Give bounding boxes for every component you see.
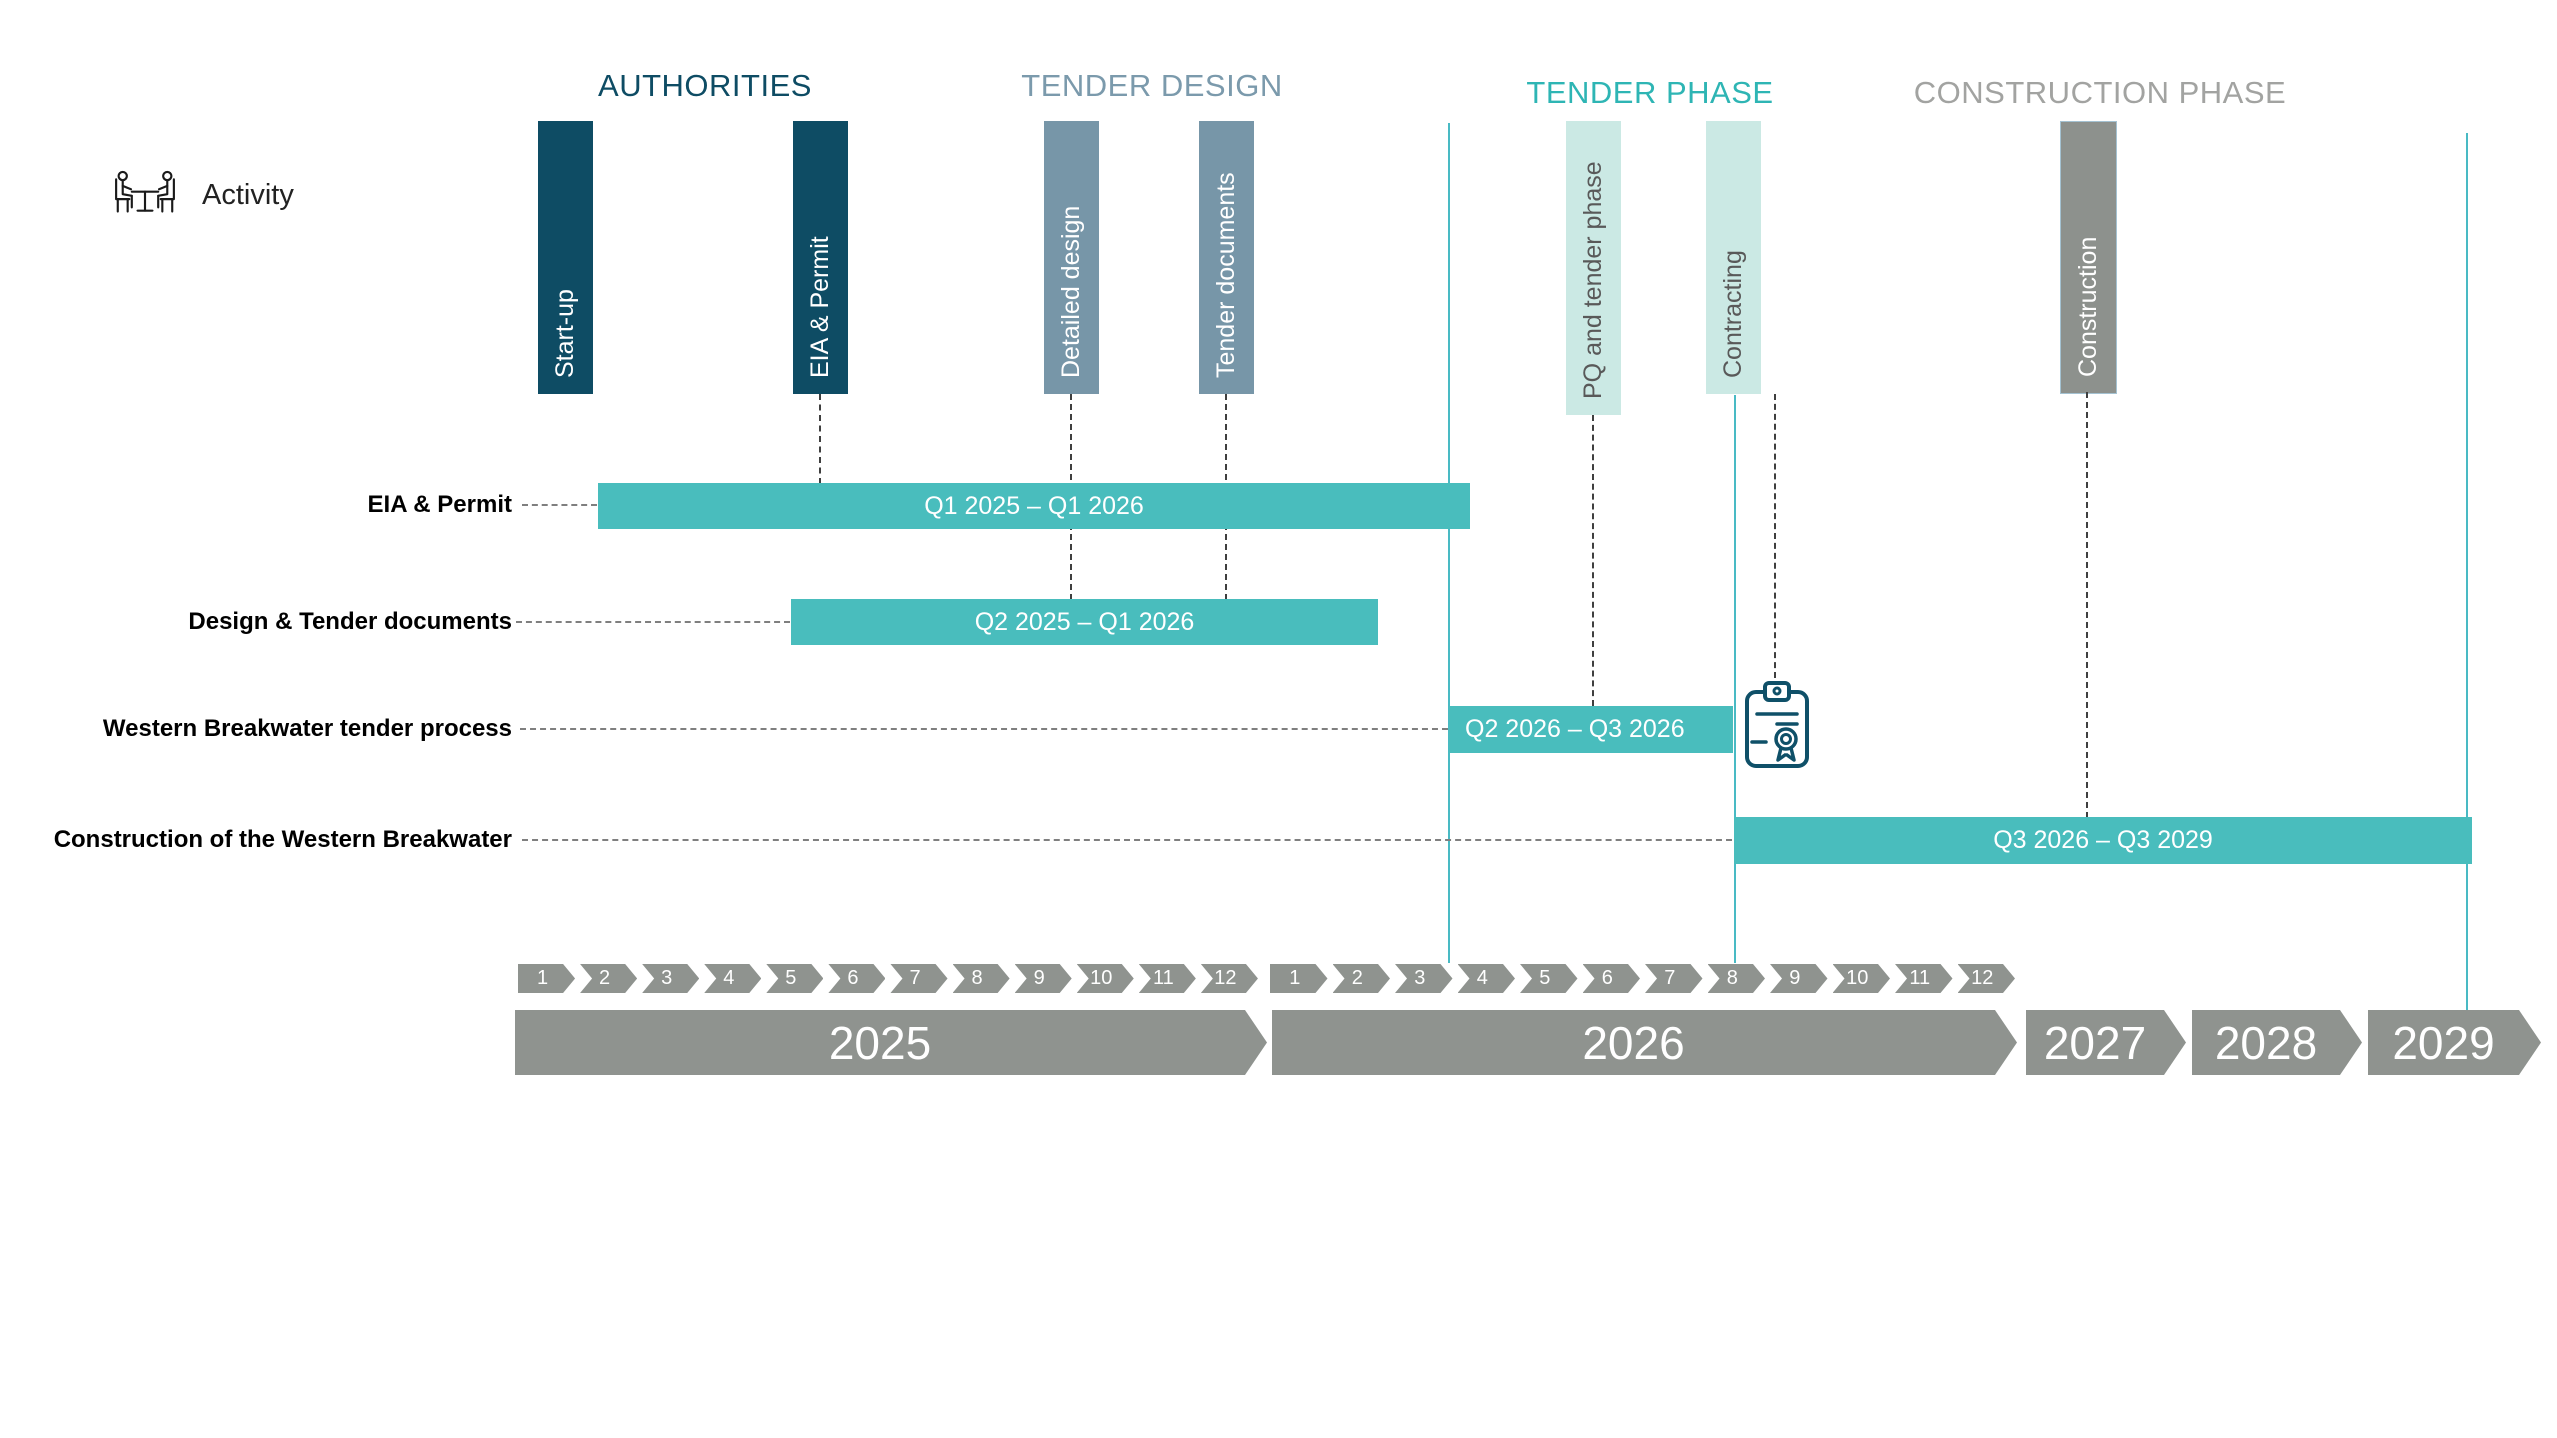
phase-heading-construction-phase: CONSTRUCTION PHASE <box>1913 75 2287 110</box>
row-label-design-tender-documents: Design & Tender documents <box>188 608 512 635</box>
row-label-construction-western-breakwater: Construction of the Western Breakwater <box>53 826 512 853</box>
month-chevron: 9 <box>1770 964 1828 993</box>
column-bar-start-up: Start-up <box>538 121 593 394</box>
month-chevron: 6 <box>828 964 885 993</box>
month-chevron: 7 <box>1645 964 1703 993</box>
phase-heading-tender-design: TENDER DESIGN <box>1021 68 1283 103</box>
month-chevron: 1 <box>518 964 575 993</box>
month-chevron: 2 <box>1333 964 1391 993</box>
month-chevron: 5 <box>1520 964 1578 993</box>
row-label-western-breakwater-tender: Western Breakwater tender process <box>102 715 512 742</box>
connector-construction <box>2086 392 2088 818</box>
month-chevron: 5 <box>766 964 823 993</box>
column-bar-label: Tender documents <box>1212 172 1240 378</box>
gantt-bar-range: Q3 2026 – Q3 2029 <box>1993 826 2213 854</box>
connector-eia-permit <box>819 394 821 484</box>
month-chevron: 2 <box>580 964 637 993</box>
activity-label: Activity <box>202 178 294 211</box>
column-bar-contracting: Contracting <box>1706 121 1761 394</box>
guide-line-q3-2026 <box>1734 395 1736 963</box>
month-chevron: 3 <box>1395 964 1453 993</box>
lead-line <box>520 728 1448 730</box>
month-chevron: 3 <box>642 964 699 993</box>
lead-line <box>522 504 597 506</box>
year-arrow-2025: 2025 <box>515 1010 1267 1075</box>
gantt-bar-eia-permit: Q1 2025 – Q1 2026 <box>598 483 1470 529</box>
gantt-bar-construction-western-breakwater: Q3 2026 – Q3 2029 <box>1734 817 2472 864</box>
guide-line-q2-2026 <box>1448 123 1450 963</box>
month-chevron: 8 <box>953 964 1010 993</box>
phase-heading-authorities: AUTHORITIES <box>598 68 812 103</box>
connector-pq-tender <box>1592 415 1594 706</box>
month-chevron: 10 <box>1077 964 1134 993</box>
gantt-bar-western-breakwater-tender: Q2 2026 – Q3 2026 <box>1449 706 1733 753</box>
column-bar-label: Detailed design <box>1057 205 1085 378</box>
row-label-eia-permit: EIA & Permit <box>367 491 512 518</box>
month-chevron: 12 <box>1201 964 1258 993</box>
column-bar-pq-tender-phase: PQ and tender phase <box>1566 121 1621 415</box>
contract-certificate-icon <box>1745 681 1809 768</box>
column-bar-tender-documents: Tender documents <box>1199 121 1254 394</box>
column-bar-detailed-design: Detailed design <box>1044 121 1099 394</box>
lead-line <box>516 621 790 623</box>
two-people-meeting-icon <box>115 170 175 213</box>
month-chevron: 6 <box>1583 964 1641 993</box>
column-bar-label: Construction <box>2074 236 2102 377</box>
gantt-bar-range: Q2 2025 – Q1 2026 <box>974 607 1195 636</box>
month-chevron: 9 <box>1015 964 1072 993</box>
month-chevron: 1 <box>1270 964 1328 993</box>
month-chevron: 4 <box>1458 964 1516 993</box>
gantt-bar-range: Q1 2025 – Q1 2026 <box>924 491 1144 520</box>
year-arrow-2027: 2027 <box>2026 1010 2186 1075</box>
year-arrow-2026: 2026 <box>1272 1010 2017 1075</box>
activity-legend: Activity <box>112 165 294 225</box>
phase-heading-tender-phase: TENDER PHASE <box>1526 75 1774 110</box>
column-bar-label: PQ and tender phase <box>1579 161 1607 399</box>
column-bar-eia-permit: EIA & Permit <box>793 121 848 394</box>
column-bar-construction: Construction <box>2060 121 2117 394</box>
month-chevron: 12 <box>1958 964 2016 993</box>
month-chevron: 11 <box>1139 964 1196 993</box>
lead-line <box>522 839 1732 841</box>
column-bar-label: Start-up <box>551 289 579 378</box>
connector-contracting-certificate <box>1774 394 1776 678</box>
month-chevron: 4 <box>704 964 761 993</box>
month-chevron: 10 <box>1833 964 1891 993</box>
guide-line-q3-2029 <box>2466 133 2468 1010</box>
gantt-bar-design-tender-documents: Q2 2025 – Q1 2026 <box>791 599 1378 645</box>
gantt-bar-range: Q2 2026 – Q3 2026 <box>1465 715 1685 743</box>
month-chevron: 7 <box>890 964 947 993</box>
month-chevron: 8 <box>1708 964 1766 993</box>
column-bar-label: Contracting <box>1719 250 1747 378</box>
column-bar-label: EIA & Permit <box>806 236 834 378</box>
year-arrow-2029: 2029 <box>2368 1010 2541 1075</box>
month-chevron: 11 <box>1895 964 1953 993</box>
year-arrow-2028: 2028 <box>2192 1010 2362 1075</box>
